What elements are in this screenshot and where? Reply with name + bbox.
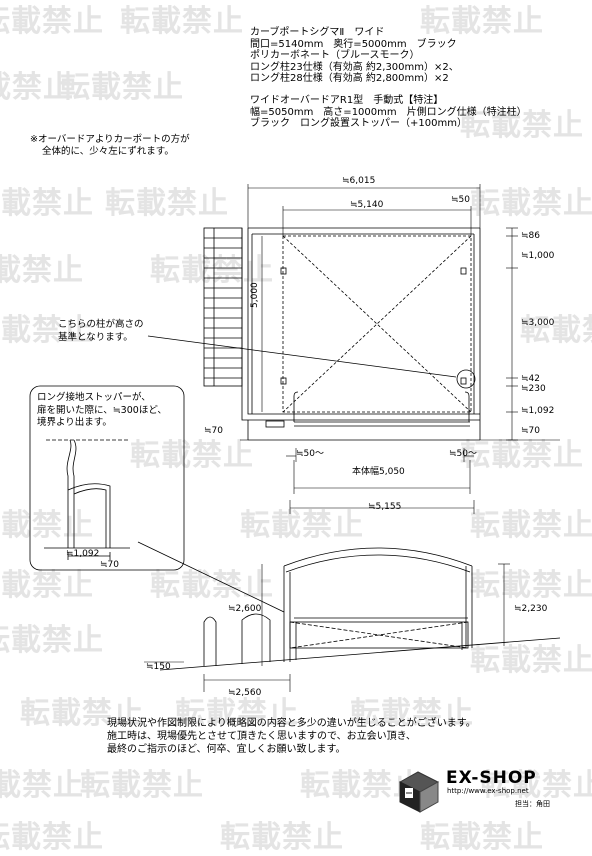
logo-url: http://www.ex-shop.net	[447, 787, 529, 795]
footer-note-line: 最終のご指示のほど、何卒、宜しくお願い致します。	[107, 744, 346, 755]
watermark-text: 転載禁止	[420, 4, 544, 39]
watermark-text: 転載禁止	[470, 643, 592, 678]
watermark-text: 転載禁止	[460, 108, 584, 143]
watermark-text: 転載禁止	[0, 623, 104, 658]
spec-block: カーブポートシグマⅡ ワイド 間口=5140mm 奥行=5000mm ブラック …	[250, 27, 527, 130]
watermark-text: 転載禁止	[150, 253, 274, 288]
stopper-note-line: 境界より出ます。	[37, 417, 112, 428]
callout-leader	[147, 335, 457, 378]
dim-elev-150: ≒150	[146, 662, 171, 672]
spec-door-size: 幅=5050mm 高さ=1000mm 片側ロング仕様（特注柱）	[250, 106, 527, 118]
reference-pillar-circle	[456, 369, 476, 389]
spec-carport-name: カーブポートシグマⅡ ワイド	[250, 27, 385, 38]
dim-top-1000: ≒1,000	[521, 251, 555, 261]
pillar-marker	[460, 267, 467, 275]
staircase-plan	[203, 227, 243, 387]
watermark-text: 転載禁止	[175, 696, 299, 731]
dim-total-5155: ≒5,155	[368, 502, 402, 512]
stopper-note-line: ロング接地ストッパーが、	[37, 392, 151, 403]
staff-name: 担当：角田	[515, 800, 550, 808]
dim-depth: 5,000	[250, 282, 260, 308]
plan-wall	[241, 227, 481, 441]
offset-note: ※オーバードアよりカーポートの方が 全体的に、少々左にずれます。	[30, 134, 190, 158]
spec-door-color: ブラック ロング設置ストッパー（+100mm）	[250, 118, 467, 130]
logo-name: EX-SHOP	[446, 768, 537, 788]
watermark-text: 転載禁止	[0, 186, 94, 221]
stopper-note: ロング接地ストッパーが、 扉を開いた際に、≒300ほど、 境界より出ます。	[37, 392, 167, 430]
watermark-text: 転載禁止	[470, 568, 592, 603]
watermark-text: 転載禁止	[470, 186, 592, 221]
spec-pillar-23: ロング柱23仕様（有効高 約2,300mm）×2、	[250, 61, 459, 73]
pillar-callout-line: こちらの柱が高さの	[58, 319, 144, 330]
dim-mid-3000: ≒3,000	[521, 318, 555, 328]
footer-note-line: 施工時は、現場優先とさせて頂きたく思いますので、お立会い頂き、	[107, 731, 416, 742]
footer-note-line: 現場状況や作図制限により概略図の内容と多少の違いが生じることがございます。	[107, 718, 476, 729]
watermark-text: 転載禁止	[0, 768, 84, 803]
footer-note: 現場状況や作図制限により概略図の内容と多少の違いが生じることがございます。 施工…	[107, 717, 476, 756]
dim-right-50: ≒50～	[449, 449, 478, 459]
dim-elev-2560: ≒2,560	[228, 688, 262, 698]
watermark-text: 転載禁止	[120, 4, 244, 39]
pillar-callout: こちらの柱が高さの 基準となります。	[58, 318, 144, 344]
dim-left-70: ≒70	[204, 426, 224, 436]
spec-roof: ポリカーボネート（ブルースモーク）	[250, 50, 420, 62]
dim-left-50: ≒50～	[296, 449, 325, 459]
dim-carport-width: ≒5,140	[350, 200, 384, 210]
watermark-text: 転載禁止	[0, 70, 74, 105]
pillar-callout-line: 基準となります。	[58, 332, 133, 343]
dim-r-42: ≒42	[521, 374, 541, 384]
watermark-text: 転載禁止	[240, 508, 364, 543]
dim-top-86: ≒86	[521, 231, 541, 241]
watermark-text: 転載禁止	[350, 696, 474, 731]
stopper-note-line: 扉を開いた際に、≒300ほど、	[37, 404, 167, 416]
dim-overall-width: ≒6,015	[342, 176, 376, 186]
watermark-text: 転載禁止	[20, 696, 144, 731]
dim-r-230: ≒230	[521, 384, 546, 394]
elevation-dimension-lines	[144, 563, 510, 692]
detail-leader	[137, 541, 285, 613]
dim-detail-1092: ≒1,092	[66, 549, 100, 559]
offset-note-line: 全体的に、少々左にずれます。	[42, 146, 174, 157]
door-plan	[265, 391, 470, 428]
dim-right-70: ≒70	[521, 426, 541, 436]
watermark-text: 転載禁止	[60, 70, 184, 105]
plan-dimension-lines	[240, 184, 560, 514]
stopper-detail-box	[29, 385, 185, 571]
spec-pillar-28: ロング柱28仕様（有効高 約2,800mm）×2	[250, 73, 449, 85]
spec-door-name: ワイドオーバードアR1型 手動式【特注】	[250, 94, 444, 106]
watermark-text: 転載禁止	[0, 508, 94, 543]
dim-elev-2230: ≒2,230	[514, 604, 548, 614]
watermark-text: 転載禁止	[0, 253, 84, 288]
dim-detail-70: ≒70	[100, 560, 120, 570]
watermark-text: 転載禁止	[80, 768, 204, 803]
dim-elev-2600: ≒2,600	[228, 604, 262, 614]
watermark-text: 転載禁止	[105, 186, 229, 221]
watermark-text: 転載禁止	[0, 4, 104, 39]
watermark-text: 転載禁止	[520, 313, 592, 348]
watermark-text: 転載禁止	[0, 568, 94, 603]
offset-note-line: ※オーバードアよりカーポートの方が	[30, 134, 190, 145]
watermark-text: 転載禁止	[460, 438, 584, 473]
watermark-text: 転載禁止	[0, 313, 94, 348]
dim-right-offset: ≒50	[451, 195, 471, 205]
elevation-view	[159, 547, 561, 671]
logo-cube-icon	[398, 771, 440, 813]
watermark-text: 転載禁止	[130, 438, 254, 473]
watermark-text: 転載禁止	[470, 508, 592, 543]
watermark-text: 転載禁止	[480, 768, 592, 803]
pillar-marker	[280, 267, 287, 275]
dim-body-width: 本体幅5,050	[352, 467, 405, 477]
carport-roof-plan	[282, 235, 472, 413]
pillar-marker	[280, 377, 287, 385]
stopper-detail-drawing	[44, 439, 130, 560]
dim-r-1092: ≒1,092	[521, 406, 555, 416]
pillar-marker	[460, 377, 467, 385]
spec-carport-size: 間口=5140mm 奥行=5000mm ブラック	[250, 38, 457, 50]
